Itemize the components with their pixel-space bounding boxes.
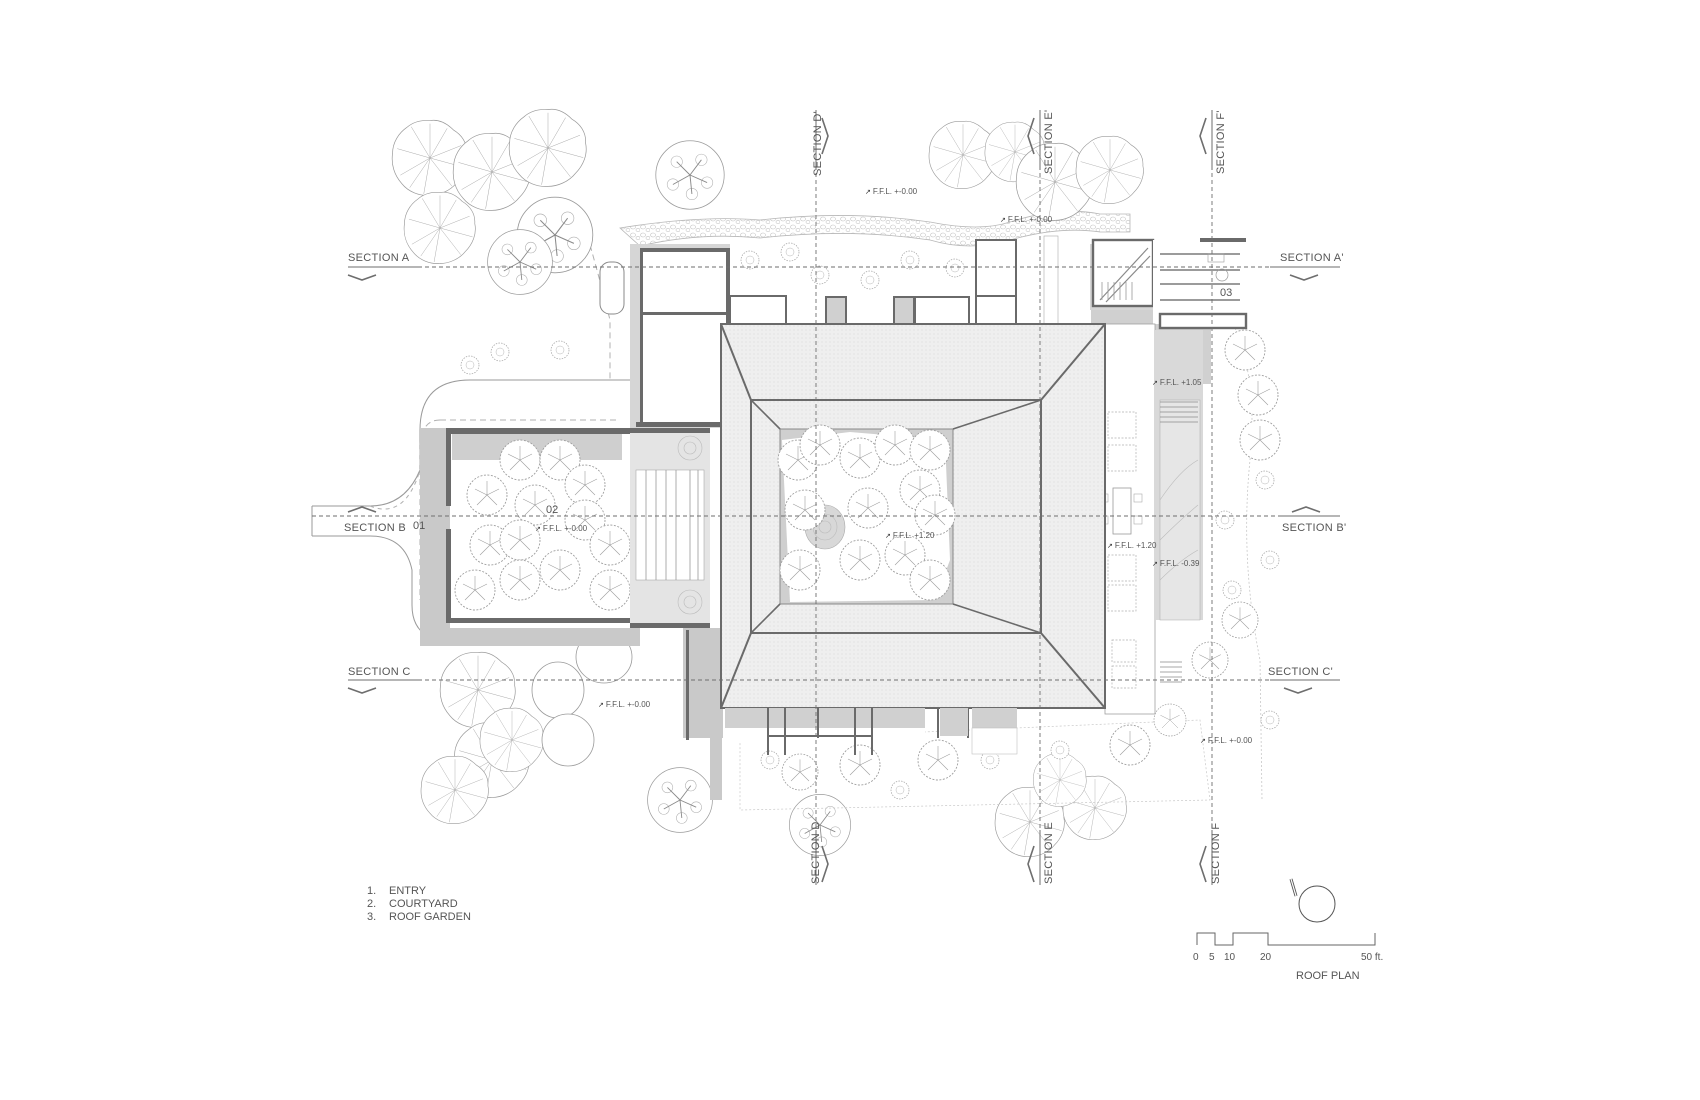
car-icon <box>599 261 625 315</box>
legend-item: 2. COURTYARD <box>367 898 458 910</box>
legend: 1. ENTRY 2. COURTYARD 3. ROOF GARDEN <box>367 885 471 924</box>
level-marker: F.F.L. +-0.00 <box>1000 215 1052 224</box>
section-markers <box>347 110 1340 885</box>
section-b-prime-label: SECTION B' <box>1282 522 1347 534</box>
section-e-prime-label: SECTION E' <box>1043 109 1055 174</box>
level-marker: F.F.L. +1.20 <box>885 531 935 540</box>
section-lines <box>312 110 1340 885</box>
section-a-prime-label: SECTION A' <box>1280 252 1344 264</box>
section-d-prime-label: SECTION D' <box>812 111 824 176</box>
level-marker: F.F.L. +1.20 <box>1107 541 1157 550</box>
courtyard-planting <box>777 424 956 602</box>
section-c-prime-label: SECTION C' <box>1268 666 1333 678</box>
section-e-label: SECTION E <box>1043 822 1055 884</box>
northwest-wing <box>630 244 730 428</box>
section-d-label: SECTION D <box>810 821 822 884</box>
scale-bar <box>1196 932 1376 946</box>
scale-tick: 50 ft. <box>1361 952 1384 963</box>
room-tag-entry: 01 <box>413 520 426 532</box>
level-marker: F.F.L. +1.05 <box>1152 378 1202 387</box>
east-pavilion <box>1099 323 1203 715</box>
level-marker: F.F.L. -0.39 <box>1152 559 1200 568</box>
section-a-label: SECTION A <box>348 252 410 264</box>
scale-tick: 0 <box>1193 952 1199 963</box>
legend-item: 3. ROOF GARDEN <box>367 911 471 923</box>
scale-tick: 20 <box>1260 952 1272 963</box>
scale-tick: 10 <box>1224 952 1236 963</box>
south-bays <box>725 708 1018 755</box>
south-garden <box>739 703 1211 811</box>
trees-south <box>420 630 1127 857</box>
level-marker: F.F.L. +-0.00 <box>598 700 650 709</box>
room-tag-courtyard: 02 <box>546 504 559 516</box>
southwest-corridor <box>683 628 723 800</box>
north-arrow-icon <box>1289 878 1336 923</box>
section-f-label: SECTION F <box>1210 822 1222 884</box>
room-tag-roof-garden: 03 <box>1220 287 1233 299</box>
section-c-label: SECTION C <box>348 666 411 678</box>
entry-gallery <box>630 428 710 628</box>
level-marker: F.F.L. +-0.00 <box>865 187 917 196</box>
entry-court <box>420 428 640 646</box>
pebble-path <box>619 210 1131 247</box>
east-garden <box>1191 299 1281 801</box>
legend-item: 1. ENTRY <box>367 885 427 897</box>
section-f-prime-label: SECTION F' <box>1215 110 1227 174</box>
level-marker: F.F.L. +-0.00 <box>1200 736 1252 745</box>
scale-tick: 5 <box>1209 952 1215 963</box>
drawing-title: ROOF PLAN <box>1296 970 1360 982</box>
level-marker: F.F.L. +-0.00 <box>535 524 587 533</box>
section-b-label: SECTION B <box>344 522 406 534</box>
